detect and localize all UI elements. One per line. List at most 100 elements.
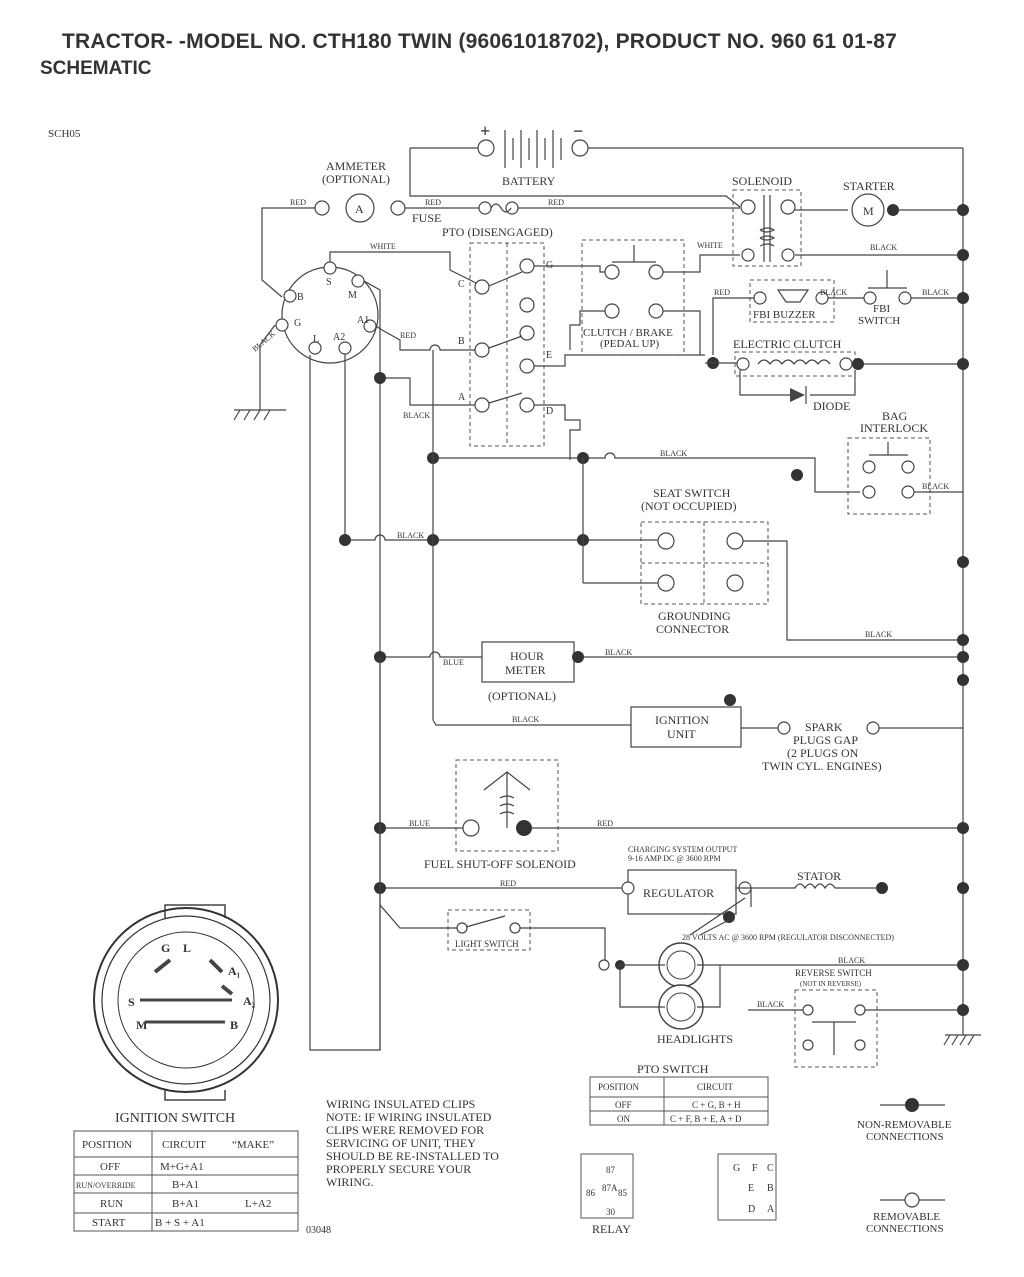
svg-text:B+A1: B+A1 (172, 1198, 199, 1210)
svg-text:WHITE: WHITE (697, 241, 723, 250)
svg-text:BAG: BAG (882, 409, 908, 423)
pto-switch: PTO (DISENGAGED) C G B E A D (442, 225, 553, 447)
white-wire-s (329, 251, 481, 286)
svg-text:IGNITION: IGNITION (655, 713, 709, 727)
stator: STATOR (751, 869, 969, 894)
svg-text:BLACK: BLACK (922, 482, 949, 491)
svg-text:A: A (458, 392, 466, 403)
svg-text:SHOULD BE RE-INSTALLED TO: SHOULD BE RE-INSTALLED TO (326, 1149, 499, 1163)
fbi-switch: FBI SWITCH (858, 270, 912, 327)
svg-text:BLACK: BLACK (403, 411, 430, 420)
svg-text:D: D (546, 406, 553, 417)
svg-text:ON: ON (617, 1114, 630, 1124)
battery-minus: − (573, 121, 583, 141)
svg-text:RED: RED (597, 819, 613, 828)
svg-text:CLUTCH / BRAKE: CLUTCH / BRAKE (583, 327, 673, 339)
spark-plugs: SPARK PLUGS GAP (2 PLUGS ON TWIN CYL. EN… (762, 720, 963, 773)
svg-text:FUEL SHUT-OFF SOLENOID: FUEL SHUT-OFF SOLENOID (424, 857, 576, 871)
svg-text:A: A (355, 202, 364, 216)
svg-text:CLIPS WERE REMOVED FOR: CLIPS WERE REMOVED FOR (326, 1123, 484, 1137)
svg-text:CHARGING SYSTEM OUTPUT: CHARGING SYSTEM OUTPUT (628, 845, 737, 854)
svg-text:GROUNDING: GROUNDING (658, 609, 731, 623)
svg-text:C: C (767, 1163, 774, 1174)
svg-text:28 VOLTS AC @ 3600 RPM (REGULA: 28 VOLTS AC @ 3600 RPM (REGULATOR DISCON… (682, 933, 894, 942)
svg-text:INTERLOCK: INTERLOCK (860, 421, 928, 435)
svg-text:A2: A2 (333, 332, 345, 343)
svg-text:A₂: A₂ (243, 994, 256, 1008)
svg-text:A1: A1 (357, 315, 369, 326)
svg-text:M: M (348, 290, 357, 301)
svg-text:85: 85 (618, 1188, 628, 1198)
svg-text:FBI BUZZER: FBI BUZZER (753, 309, 816, 321)
svg-text:LIGHT SWITCH: LIGHT SWITCH (455, 939, 519, 949)
svg-text:G: G (294, 318, 301, 329)
ammeter: AMMETER (OPTIONAL) A (314, 159, 406, 223)
svg-text:BLACK: BLACK (660, 449, 687, 458)
svg-text:C + F, B + E, A + D: C + F, B + E, A + D (670, 1114, 742, 1124)
svg-text:CONNECTIONS: CONNECTIONS (866, 1131, 944, 1143)
svg-text:OFF: OFF (615, 1100, 632, 1110)
svg-text:B: B (458, 336, 465, 347)
svg-text:RED: RED (425, 198, 441, 207)
legend: NON-REMOVABLE CONNECTIONS REMOVABLE CONN… (857, 1098, 952, 1235)
svg-text:BLACK: BLACK (870, 243, 897, 252)
svg-text:S: S (326, 277, 332, 288)
ignition-switch-face: G L A₁ A₂ S M B (93, 904, 279, 1101)
svg-text:BLACK: BLACK (251, 329, 278, 353)
electric-clutch: ELECTRIC CLUTCH (707, 337, 969, 377)
bag-interlock: BAG INTERLOCK (847, 409, 931, 515)
black-wire-bag (433, 452, 860, 493)
fuel-shutoff-solenoid: FUEL SHUT-OFF SOLENOID (424, 759, 576, 871)
svg-text:(NOT IN REVERSE): (NOT IN REVERSE) (800, 980, 862, 988)
svg-text:L: L (313, 334, 319, 345)
starter: STARTER M (843, 179, 969, 227)
svg-text:SOLENOID: SOLENOID (732, 174, 792, 188)
svg-text:30: 30 (606, 1207, 616, 1217)
svg-text:REMOVABLE: REMOVABLE (873, 1211, 940, 1223)
ignition-unit: IGNITION UNIT (630, 694, 742, 748)
hour-meter: HOUR METER (OPTIONAL) (481, 641, 575, 703)
svg-text:(OPTIONAL): (OPTIONAL) (322, 172, 390, 186)
svg-text:BLACK: BLACK (605, 648, 632, 657)
svg-text:D: D (748, 1204, 755, 1215)
svg-text:FUSE: FUSE (412, 211, 441, 225)
drawing-number: 03048 (306, 1225, 331, 1236)
svg-text:BLUE: BLUE (409, 819, 430, 828)
svg-text:B + S + A1: B + S + A1 (155, 1217, 205, 1229)
svg-text:STATOR: STATOR (797, 869, 841, 883)
solenoid: SOLENOID (732, 174, 802, 267)
svg-text:E: E (546, 350, 552, 361)
svg-text:TWIN CYL. ENGINES): TWIN CYL. ENGINES) (762, 759, 882, 773)
svg-text:87: 87 (606, 1165, 616, 1175)
wiring-note: WIRING INSULATED CLIPS NOTE: IF WIRING I… (326, 1097, 499, 1189)
schematic-code: SCH05 (48, 128, 81, 140)
ammeter-to-ignition-wire (261, 207, 315, 298)
pto-d-wire (534, 404, 581, 460)
svg-text:METER: METER (505, 663, 546, 677)
svg-text:SERVICING OF UNIT, THEY: SERVICING OF UNIT, THEY (326, 1136, 476, 1150)
svg-text:RED: RED (500, 879, 516, 888)
pto-connector: G F C E B D A (717, 1153, 777, 1221)
svg-text:SWITCH: SWITCH (858, 315, 900, 327)
svg-text:CONNECTOR: CONNECTOR (656, 622, 729, 636)
svg-text:87A: 87A (602, 1183, 618, 1193)
svg-text:UNIT: UNIT (667, 727, 696, 741)
svg-text:PROPERLY SECURE YOUR: PROPERLY SECURE YOUR (326, 1162, 471, 1176)
ground-symbol-right (943, 1034, 981, 1046)
svg-text:WIRING.: WIRING. (326, 1175, 374, 1189)
light-switch: LIGHT SWITCH (447, 909, 531, 951)
battery-to-solenoid-wire (409, 148, 741, 208)
svg-text:C: C (458, 279, 465, 290)
battery: + − BATTERY (410, 121, 963, 188)
seat-switch: SEAT SWITCH (NOT OCCUPIED) GROUNDING CON… (640, 486, 769, 636)
svg-text:RUN: RUN (100, 1198, 123, 1210)
clutch-brake-switch: CLUTCH / BRAKE (PEDAL UP) (581, 239, 685, 356)
black-wire-seat (345, 534, 658, 541)
svg-text:E: E (748, 1183, 754, 1194)
svg-text:IGNITION SWITCH: IGNITION SWITCH (115, 1111, 235, 1126)
svg-text:HEADLIGHTS: HEADLIGHTS (657, 1032, 733, 1046)
headlights: HEADLIGHTS (598, 942, 733, 1046)
svg-text:ELECTRIC CLUTCH: ELECTRIC CLUTCH (733, 337, 842, 351)
svg-text:G: G (733, 1163, 740, 1174)
red-wire-a1 (381, 329, 475, 351)
